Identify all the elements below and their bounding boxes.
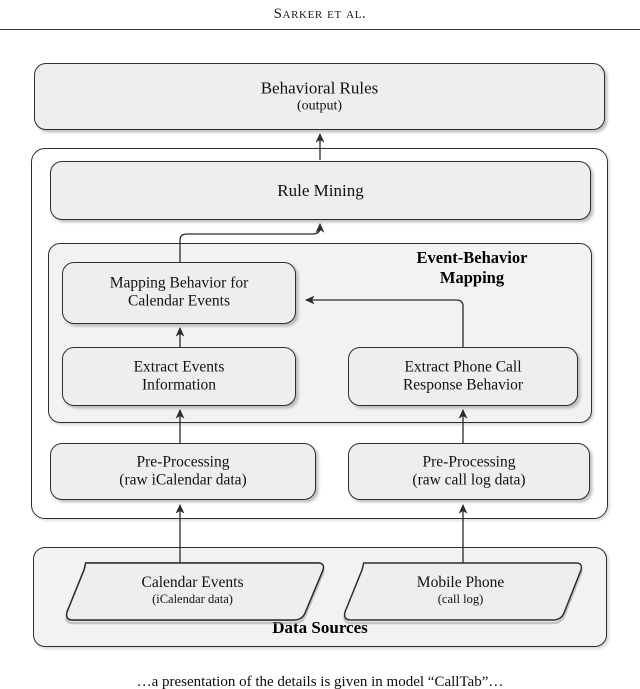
extract-events-label: Extract Events Information	[133, 358, 225, 394]
figure-caption: …a presentation of the details is given …	[136, 674, 504, 689]
source-calendar-label: Calendar Events (iCalendar data)	[141, 573, 244, 606]
header-rule	[0, 29, 640, 30]
running-head: Sarker et al.	[273, 6, 367, 22]
source-phone-label: Mobile Phone (call log)	[416, 573, 505, 606]
preprocessing-calllog-box: Pre-Processing (raw call log data)	[348, 443, 590, 500]
data-sources-title: Data Sources	[272, 618, 368, 637]
mapping-behavior-box: Mapping Behavior for Calendar Events	[62, 262, 296, 324]
behavioral-rules-label: Behavioral Rules (output)	[260, 78, 379, 114]
behavioral-rules-box: Behavioral Rules (output)	[34, 63, 605, 130]
extract-phone-call-box: Extract Phone Call Response Behavior	[348, 347, 578, 406]
source-calendar-shape: Calendar Events (iCalendar data)	[60, 560, 325, 625]
preprocessing-calendar-box: Pre-Processing (raw iCalendar data)	[50, 443, 316, 500]
extract-events-box: Extract Events Information	[62, 347, 296, 406]
source-phone-shape: Mobile Phone (call log)	[338, 560, 583, 625]
preprocessing-calendar-label: Pre-Processing (raw iCalendar data)	[119, 453, 247, 489]
event-behavior-mapping-title: Event-Behavior Mapping	[416, 248, 528, 287]
mapping-behavior-label: Mapping Behavior for Calendar Events	[109, 274, 249, 310]
rule-mining-label: Rule Mining	[277, 180, 364, 200]
rule-mining-box: Rule Mining	[50, 161, 591, 220]
extract-phone-call-label: Extract Phone Call Response Behavior	[402, 358, 524, 394]
preprocessing-calllog-label: Pre-Processing (raw call log data)	[412, 453, 526, 489]
